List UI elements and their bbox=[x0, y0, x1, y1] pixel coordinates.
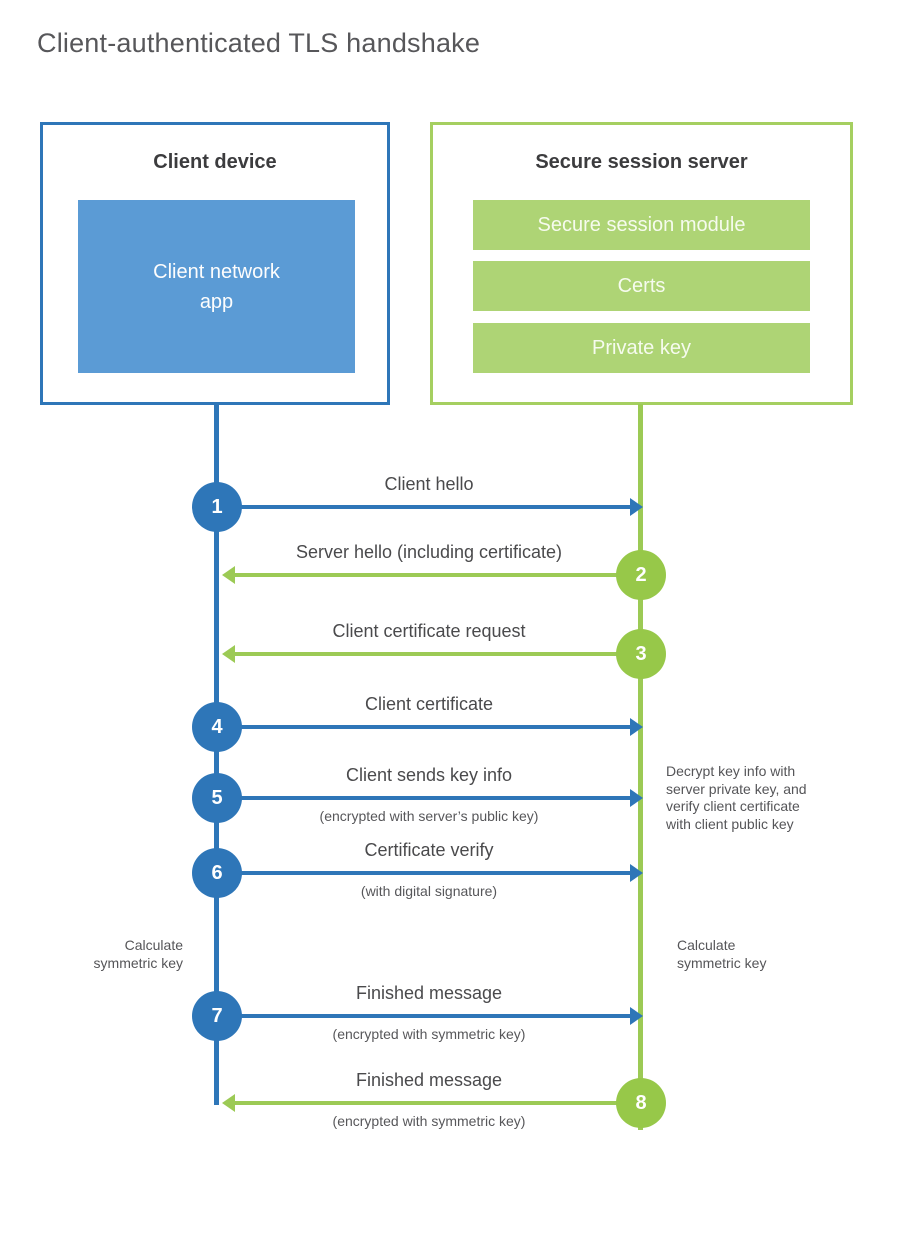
calculate-symmetric-key-server: Calculate symmetric key bbox=[677, 937, 767, 971]
step-2-badge: 2 bbox=[616, 550, 666, 600]
arrow-left-icon bbox=[222, 645, 643, 663]
message-3-label: Client certificate request bbox=[332, 621, 526, 641]
server-module-secure-session: Secure session module bbox=[473, 200, 810, 250]
step-7-badge: 7 bbox=[192, 991, 242, 1041]
step-8-badge: 8 bbox=[616, 1078, 666, 1128]
message-8-subtext: (encrypted with symmetric key) bbox=[332, 1113, 526, 1129]
step-4-badge: 4 bbox=[192, 702, 242, 752]
message-6-label: Certificate verify bbox=[364, 840, 494, 860]
server-lifeline bbox=[638, 404, 643, 1130]
arrow-right-icon bbox=[217, 498, 643, 516]
step-5-badge: 5 bbox=[192, 773, 242, 823]
decrypt-key-note: Decrypt key info with server private key… bbox=[666, 763, 807, 832]
step-3-badge: 3 bbox=[616, 629, 666, 679]
message-8-label: Finished message bbox=[355, 1070, 503, 1090]
page-title: Client-authenticated TLS handshake bbox=[37, 28, 481, 58]
message-5-subtext: (encrypted with server’s public key) bbox=[319, 808, 539, 824]
server-module-certs: Certs bbox=[473, 261, 810, 311]
message-5-label: Client sends key info bbox=[345, 765, 513, 785]
arrow-right-icon bbox=[217, 1007, 643, 1025]
message-1-label: Client hello bbox=[384, 474, 474, 494]
message-7-subtext: (encrypted with symmetric key) bbox=[332, 1026, 526, 1042]
secure-session-server-title: Secure session server bbox=[535, 151, 748, 173]
arrow-left-icon bbox=[222, 1094, 643, 1112]
message-4-label: Client certificate bbox=[364, 694, 494, 714]
message-2-label: Server hello (including certificate) bbox=[295, 542, 563, 562]
message-7-label: Finished message bbox=[355, 983, 503, 1003]
calculate-symmetric-key-client: Calculate symmetric key bbox=[93, 937, 183, 971]
arrow-left-icon bbox=[222, 566, 643, 584]
arrow-right-icon bbox=[217, 864, 643, 882]
message-6-subtext: (with digital signature) bbox=[360, 883, 498, 899]
arrow-right-icon bbox=[217, 718, 643, 736]
step-6-badge: 6 bbox=[192, 848, 242, 898]
client-device-title: Client device bbox=[153, 151, 277, 173]
arrow-right-icon bbox=[217, 789, 643, 807]
step-1-badge: 1 bbox=[192, 482, 242, 532]
client-network-app-block: Client network app bbox=[78, 200, 355, 373]
client-lifeline bbox=[214, 404, 219, 1105]
server-module-private-key: Private key bbox=[473, 323, 810, 373]
